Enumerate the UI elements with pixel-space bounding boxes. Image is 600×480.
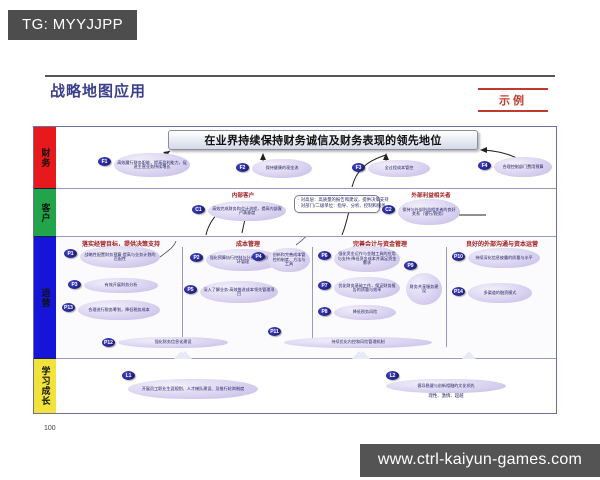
- objective-bubble-F4: 合理控制部门费用预算: [494, 157, 552, 177]
- stamp-rule-top: [478, 88, 548, 90]
- objective-bubble-F1: 高效履行财务职能，提高盈利能力，促进主营业务持续增长: [114, 153, 190, 177]
- connector-trapezoid-learn-3: [462, 351, 476, 359]
- objective-code-P3: P3: [68, 280, 81, 289]
- page-title: 战略地图应用: [50, 82, 147, 100]
- objective-code-F1: F1: [98, 157, 111, 166]
- customer-group-internal: 内部客户: [231, 193, 255, 199]
- objective-code-L1: L1: [122, 371, 135, 380]
- objective-code-P10: P10: [452, 252, 465, 261]
- perspective-label-customer: 客户: [34, 189, 56, 237]
- watermark: www.ctrl-kaiyun-games.com: [359, 444, 600, 477]
- objective-bubble-P3: 有效开展财务分析: [84, 278, 158, 293]
- objective-bubble-P1: 战略性配置财务预算·提高与业务计划的匹配性: [80, 246, 160, 268]
- objective-code-F4: F4: [478, 161, 491, 170]
- objective-code-P9: P9: [404, 261, 417, 270]
- objective-bubble-P10: 持续深化信息披露的质量与水平: [468, 248, 540, 268]
- objective-bubble-F2: 保持健康的现金流: [252, 159, 312, 178]
- column-divider-1: [182, 247, 183, 347]
- stamp-label: 示例: [499, 94, 527, 107]
- objective-subtext-L2: 理性、激情、超越: [428, 394, 464, 399]
- objective-code-P7: P7: [318, 281, 331, 290]
- objective-bubble-P11: 持续优化内控和风险管理机制: [284, 337, 432, 348]
- stamp-rule-bottom: [478, 110, 548, 112]
- objective-bubble-C2: 保持与外部利益相关者的良好关系（银行/税务）: [398, 199, 460, 225]
- objective-bubble-P6: 强化资金运作与金融工具的应用与支持·降低资金成本并满足资金需求: [334, 246, 400, 272]
- connector-trapezoid-learn-1: [178, 351, 192, 359]
- row-operation: 落实经营目标，提供决策支持 成本管理 完善会计与资金管理 良好的外部沟通与资本运…: [56, 237, 556, 359]
- title-divider: [45, 75, 555, 77]
- customer-group-external: 外部利益相关者: [411, 193, 451, 199]
- objective-bubble-C1: 高效完成财务和会计流程，提高内部客户满意度: [208, 201, 286, 221]
- page-number: 100: [44, 425, 56, 432]
- objective-bubble-P4: 创新和完善成本管控的制度、方法与工具: [268, 248, 310, 272]
- row-customer: 内部客户 外部利益相关者 C1 高效完成财务和会计流程，提高内部客户满意度 C2…: [56, 189, 556, 237]
- objective-bubble-P13: 合理进行税务筹划，降低税务成本: [78, 300, 160, 320]
- objective-bubble-L1: 开展员工职业生涯规划、人才梯队建设、及推行轮岗制度: [128, 379, 258, 399]
- vision-banner: 在业界持续保持财务诚信及财务表现的领先地位: [168, 130, 478, 150]
- objective-bubble-P8: 降低税务风险: [334, 305, 396, 320]
- objective-code-P4: P4: [252, 252, 265, 261]
- objective-bubble-P7: 优化财务基础工作，保证财务报告的质量与效率: [334, 277, 400, 299]
- objective-bubble-F3: 全过程成本管控: [368, 160, 430, 177]
- tg-badge: TG: MYYJJPP: [8, 10, 138, 40]
- objective-code-L2: L2: [386, 371, 399, 380]
- objective-code-C1: C1: [192, 205, 205, 214]
- objective-code-P11: P11: [268, 327, 281, 336]
- connector-trapezoid-learn-2: [352, 351, 366, 359]
- perspective-label-learning: 学习成长: [34, 359, 56, 413]
- objective-bubble-P5: 深入了解业务·高效推进成本领先管理项目: [200, 281, 278, 303]
- operation-column-title-2: 成本管理: [235, 241, 260, 248]
- objective-code-P13: P13: [62, 303, 75, 312]
- customer-note-2: · 对部门/二级单位：指导、分析、控制和服务: [298, 203, 386, 209]
- perspective-label-operation: 运营: [34, 237, 56, 359]
- perspective-label-column: 财务 客户 运营 学习成长: [34, 127, 56, 413]
- objective-code-F2: F2: [236, 163, 249, 172]
- objective-code-P1: P1: [64, 249, 77, 258]
- objective-code-P5: P5: [184, 285, 197, 294]
- row-learning: L1 开展员工职业生涯规划、人才梯队建设、及推行轮岗制度 L2 倡导稳健与创新相…: [56, 351, 556, 413]
- strategy-map: 财务 客户 运营 学习成长 在业界持续保持财务诚信及财务表现的领先地位: [33, 126, 557, 414]
- operation-column-title-1: 落实经营目标，提供决策支持: [81, 241, 160, 248]
- objective-bubble-L2: 倡导稳健与创新相融的文化领先: [386, 379, 506, 393]
- objective-code-P14: P14: [452, 287, 465, 296]
- column-divider-2: [312, 247, 313, 347]
- objective-code-P12: P12: [102, 338, 115, 347]
- objective-bubble-P14: 多渠道的融资模式: [468, 283, 532, 303]
- customer-notes: · 对高层：高质量的报告和建议，提供决策支持 · 对部门/二级单位：指导、分析、…: [294, 195, 389, 213]
- column-divider-3: [446, 247, 447, 347]
- perspective-rows: 在业界持续保持财务诚信及财务表现的领先地位 F1 高效履行财务职能，提高盈利能力…: [56, 127, 556, 413]
- objective-code-P2: P2: [190, 253, 203, 262]
- objective-code-P8: P8: [318, 307, 331, 316]
- sample-stamp: 示例: [478, 88, 548, 112]
- perspective-label-financial: 财务: [34, 127, 56, 189]
- row-financial: 在业界持续保持财务诚信及财务表现的领先地位 F1 高效履行财务职能，提高盈利能力…: [56, 127, 556, 189]
- customer-note-1: · 对高层：高质量的报告和建议，提供决策支持: [298, 198, 389, 203]
- objective-code-C2: C2: [382, 205, 395, 214]
- objective-bubble-P9: 财务共享服务建设: [406, 273, 442, 305]
- operation-column-title-3: 完善会计与资金管理: [352, 241, 407, 248]
- operation-column-title-4: 良好的外部沟通与资本运营: [465, 241, 538, 248]
- objective-code-P6: P6: [318, 251, 331, 260]
- objective-code-F3: F3: [352, 163, 365, 172]
- objective-bubble-P12: 强化财务信息化建设: [118, 337, 228, 348]
